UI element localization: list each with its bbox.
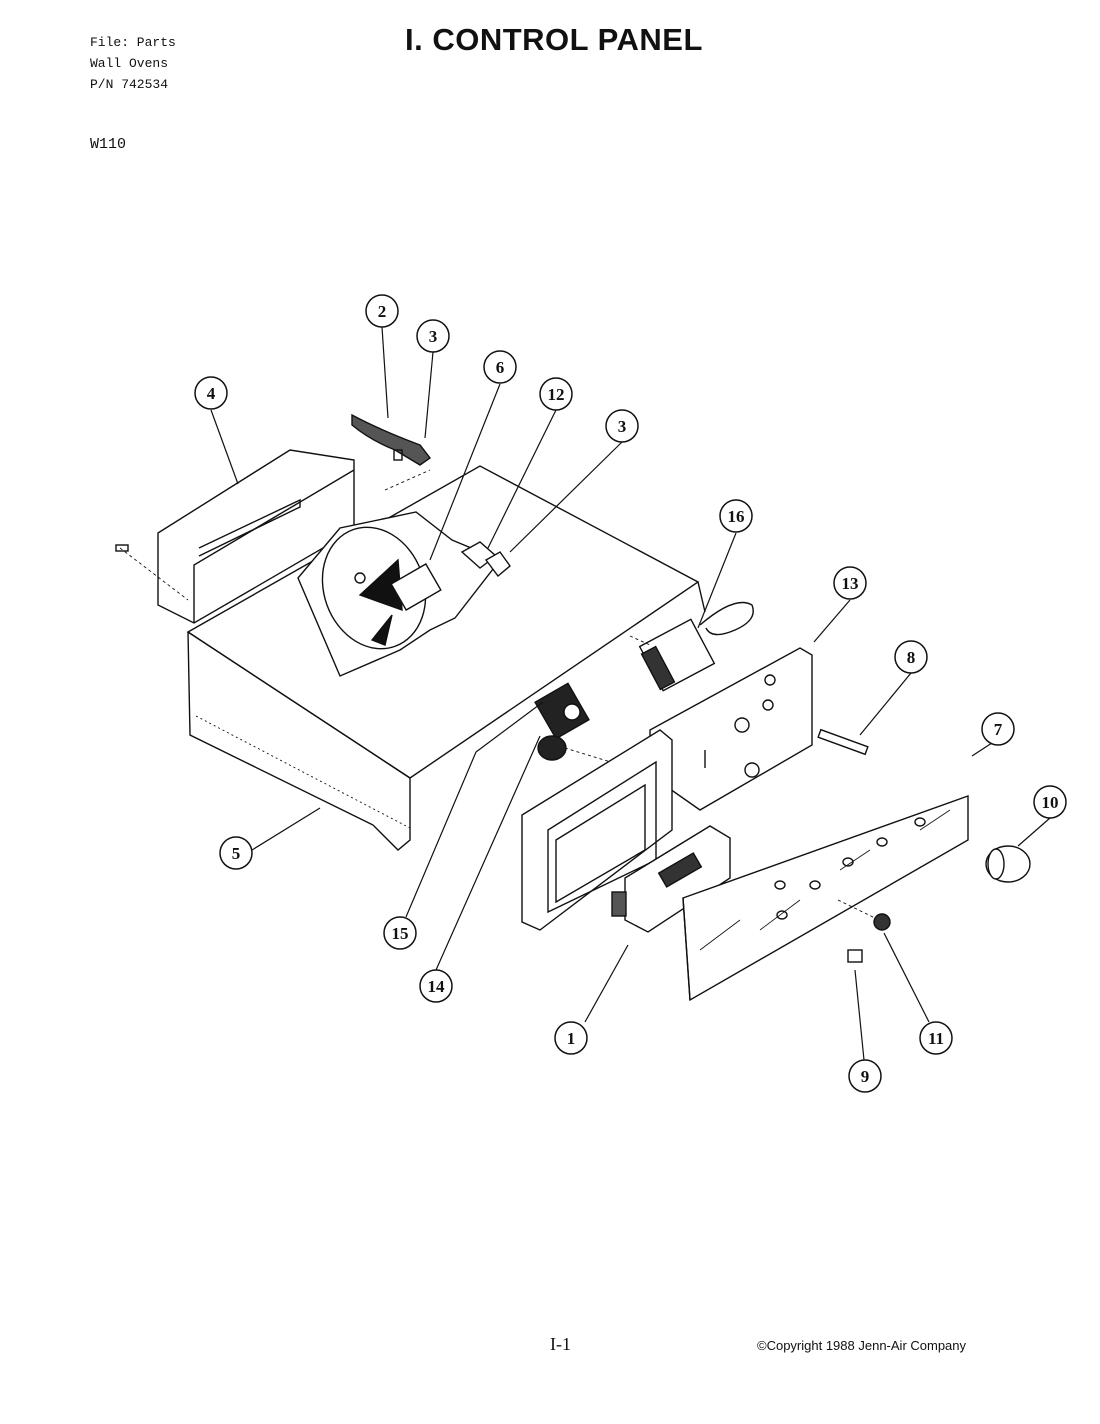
callout-7: 7	[994, 720, 1003, 739]
callout-13: 13	[842, 574, 859, 593]
callout-2: 2	[378, 302, 387, 321]
callout-16: 16	[728, 507, 745, 526]
file-line-2: Wall Ovens	[90, 56, 169, 71]
callout-10: 10	[1042, 793, 1059, 812]
callout-11: 11	[928, 1029, 944, 1048]
callout-14: 14	[428, 977, 446, 996]
part-knob	[985, 845, 1031, 883]
model-number: W110	[90, 136, 127, 153]
page-title: I. CONTROL PANEL	[405, 22, 703, 57]
file-info: File: Parts Wall Ovens P/N 742534	[90, 32, 176, 95]
part-thermostat	[629, 601, 754, 692]
part-small-hardware	[837, 899, 891, 963]
callout-labels: 2 3 4 6 12 3 16 13 8 7 10 5 15 14 1 11 9	[207, 302, 1059, 1086]
callout-3a: 3	[429, 327, 438, 346]
file-line-3: P/N 742534	[90, 77, 169, 92]
callout-12: 12	[548, 385, 565, 404]
callout-1: 1	[567, 1029, 576, 1048]
callout-15: 15	[392, 924, 409, 943]
part-connector	[351, 413, 432, 491]
callout-9: 9	[861, 1067, 870, 1086]
callout-6: 6	[496, 358, 505, 377]
part-switches	[534, 682, 631, 769]
part-clock-module	[611, 825, 731, 933]
part-rod	[817, 728, 869, 756]
file-line-1: File: Parts	[90, 35, 176, 50]
callouts	[194, 294, 1067, 1093]
part-panel-glass	[682, 795, 969, 1002]
callout-8: 8	[907, 648, 916, 667]
callout-3b: 3	[618, 417, 627, 436]
leader-lines	[210, 326, 1051, 1061]
copyright: ©Copyright 1988 Jenn-Air Company	[757, 1338, 967, 1353]
page-number: I-1	[550, 1334, 571, 1354]
callout-5: 5	[232, 844, 241, 863]
callout-4: 4	[207, 384, 216, 403]
part-fan-motor	[297, 511, 511, 677]
